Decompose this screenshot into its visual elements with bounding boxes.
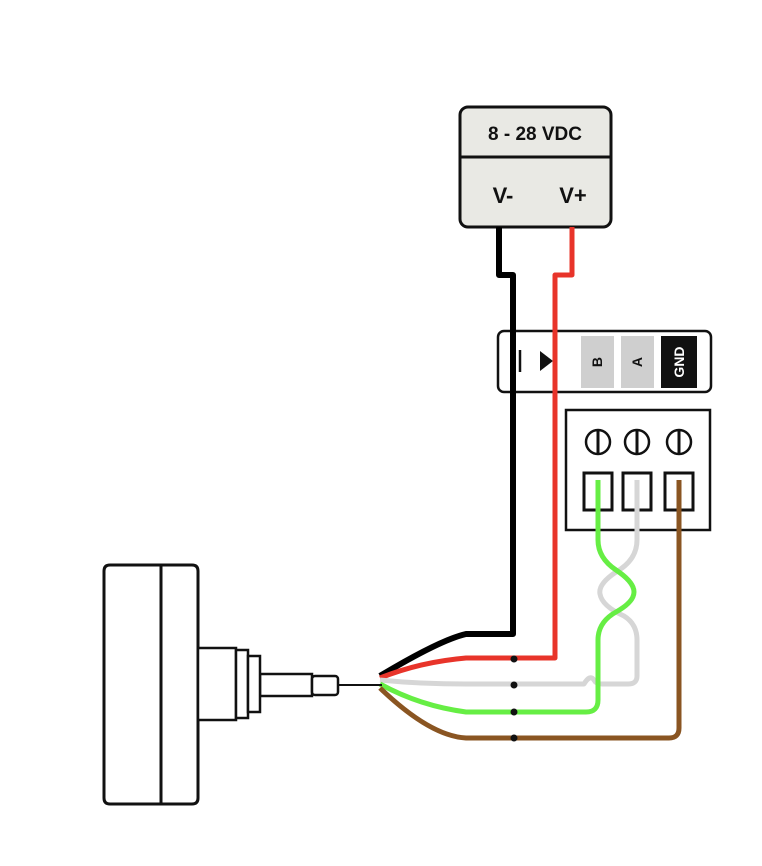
terminal-label-b-text: B (589, 357, 605, 367)
black-wire (378, 227, 516, 679)
cable-connector-icon (258, 672, 382, 698)
terminal-label-a-text: A (629, 357, 645, 367)
white-wire (379, 480, 640, 687)
terminal-label-b: B (581, 336, 614, 388)
red-wire (379, 227, 575, 681)
terminal-label-a: A (621, 336, 654, 388)
brown-wire (378, 480, 682, 741)
supply-voltage-label: 8 - 28 VDC (488, 124, 582, 145)
power-supply-icon (458, 105, 613, 229)
terminal-label-gnd: GND (661, 336, 697, 388)
diode-symbol-icon (518, 350, 553, 372)
supply-positive-label: V+ (559, 183, 587, 208)
green-wire (378, 480, 637, 715)
sensor-device-icon (102, 563, 262, 806)
junction-dots (510, 655, 518, 742)
terminal-label-gnd-text: GND (671, 346, 687, 377)
supply-negative-label: V- (493, 183, 514, 208)
